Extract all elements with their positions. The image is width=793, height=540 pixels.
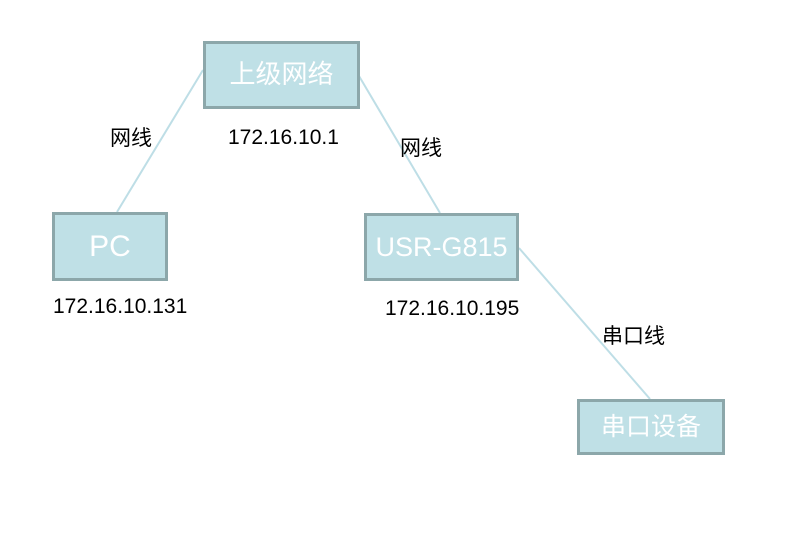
edge-label-network-cable-right: 网线 (400, 136, 442, 160)
node-usr-g815-label: USR-G815 (375, 231, 508, 262)
edge-usr-g815-to-serial-device (518, 247, 651, 400)
ip-label-usr-g815: 172.16.10.195 (385, 297, 520, 320)
node-pc-label: PC (89, 229, 131, 263)
node-serial-device-label: 串口设备 (600, 413, 701, 441)
node-upper-network: 上级网络 (203, 41, 360, 109)
edge-upper-network-to-pc (116, 69, 204, 213)
node-upper-network-label: 上级网络 (229, 60, 334, 89)
node-serial-device: 串口设备 (577, 399, 725, 455)
node-usr-g815: USR-G815 (364, 213, 519, 281)
edge-upper-network-to-usr-g815 (358, 75, 441, 214)
ip-label-upper-network: 172.16.10.1 (228, 126, 339, 149)
ip-label-pc: 172.16.10.131 (53, 295, 188, 318)
node-pc: PC (52, 212, 168, 281)
edge-label-serial-cable: 串口线 (602, 324, 665, 348)
edge-label-network-cable-left: 网线 (110, 126, 152, 150)
